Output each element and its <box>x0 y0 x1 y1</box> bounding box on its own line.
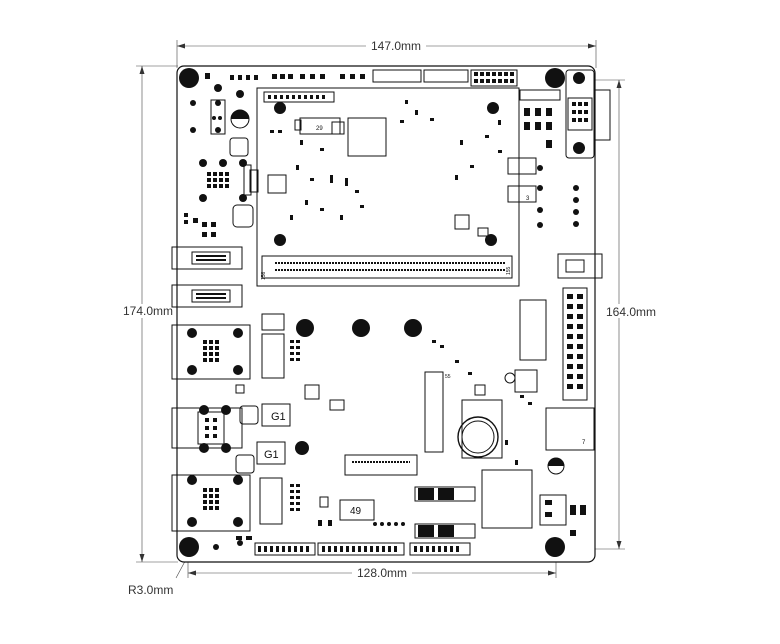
label-3: 3 <box>526 196 530 202</box>
width-top-label: 147.0mm <box>371 39 421 53</box>
g1-lower-label: G1 <box>264 449 279 461</box>
height-right-label: 164.0mm <box>606 305 656 319</box>
height-left-label: 174.0mm <box>123 304 173 318</box>
bottom-headers <box>213 536 471 556</box>
center-components: 55 <box>344 299 547 539</box>
vga-connector <box>519 69 611 159</box>
middle-left-components: G1 G1 49 <box>256 313 405 526</box>
label-7: 7 <box>582 440 586 446</box>
label-155: 155 <box>506 266 512 275</box>
label-29: 29 <box>316 126 323 132</box>
dimension-top: 147.0mm <box>176 38 597 68</box>
module-area: 29 3 <box>249 87 579 287</box>
dimension-bottom: 128.0mm <box>187 548 557 580</box>
corner-radius-label: R3.0mm <box>128 583 173 597</box>
audio-area <box>184 84 254 237</box>
top-connectors <box>205 69 518 87</box>
left-ports <box>171 246 259 532</box>
mounting-holes <box>179 68 565 557</box>
board-outline <box>176 65 596 563</box>
label-156: 156 <box>261 271 267 280</box>
g1-upper-label: G1 <box>271 411 286 423</box>
label-55: 55 <box>445 374 451 380</box>
dimension-right: 164.0mm <box>595 79 658 550</box>
right-connectors: 7 <box>539 253 603 536</box>
dimension-left: 174.0mm <box>122 65 178 563</box>
label-49: 49 <box>350 506 362 517</box>
width-bottom-label: 128.0mm <box>357 566 407 580</box>
